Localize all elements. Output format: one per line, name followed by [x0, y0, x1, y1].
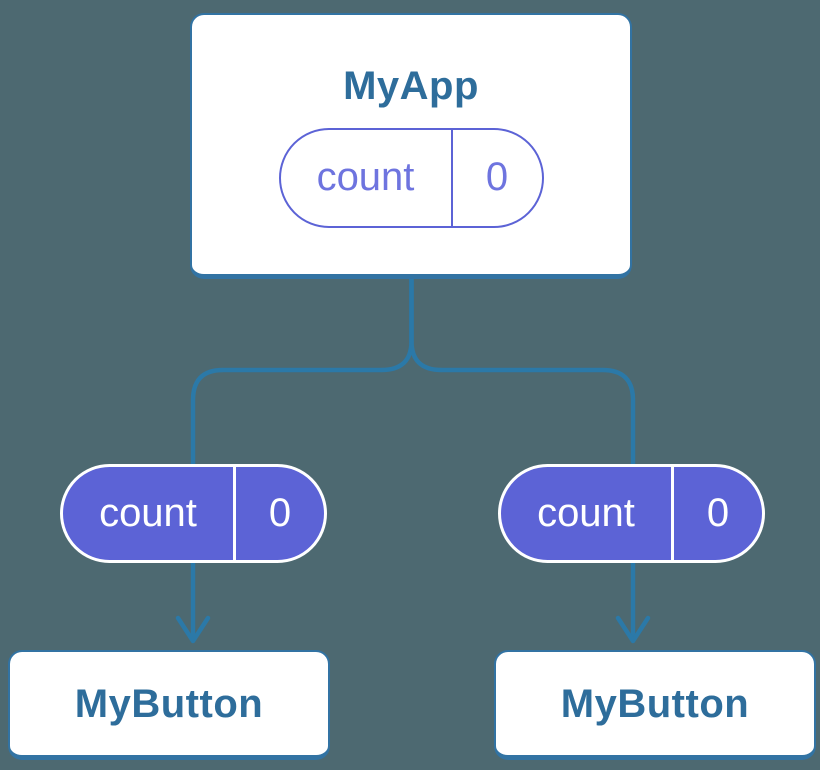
state-name-label: count — [99, 491, 197, 535]
state-value-label: 0 — [671, 467, 762, 560]
state-pill-right-child: count 0 — [498, 464, 765, 563]
state-name-label: count — [316, 155, 415, 199]
node-mybutton-title: MyButton — [74, 681, 264, 726]
arrowhead-right — [615, 615, 651, 644]
node-mybutton-right: MyButton — [494, 650, 816, 760]
arrowhead-left — [175, 615, 211, 644]
node-mybutton-title: MyButton — [560, 681, 750, 726]
state-value-label: 0 — [233, 467, 324, 560]
state-name-label: count — [537, 491, 635, 535]
node-myapp-title: MyApp — [343, 63, 479, 108]
state-value-label: 0 — [450, 129, 542, 226]
node-mybutton-left: MyButton — [8, 650, 330, 760]
edge-root-to-left-child — [190, 270, 414, 637]
node-myapp: MyApp count 0 — [190, 13, 632, 279]
state-pill-left-child: count 0 — [60, 464, 327, 563]
state-pill-myapp: count 0 — [278, 127, 544, 228]
edge-root-to-right-child — [409, 270, 636, 637]
